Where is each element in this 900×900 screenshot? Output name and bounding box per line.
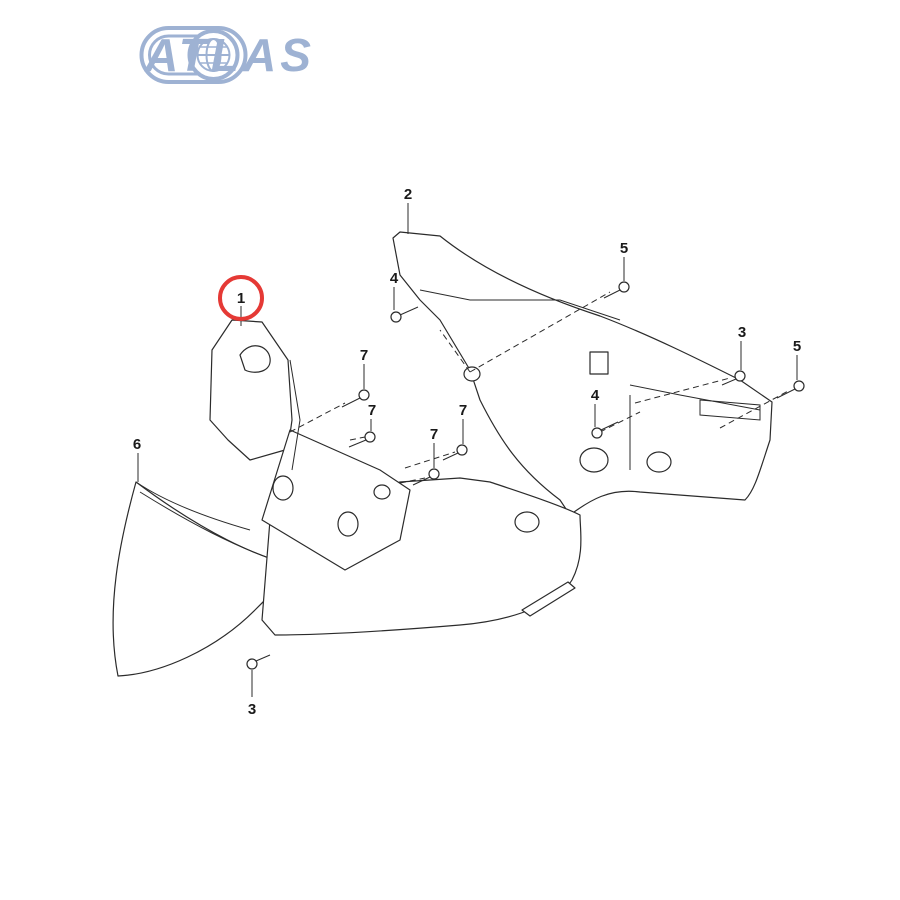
screw-7d[interactable] <box>412 468 440 486</box>
globe-logo-icon <box>139 26 248 84</box>
screw-5b[interactable] <box>776 380 805 399</box>
callout-3[interactable]: 3 <box>248 701 256 718</box>
callout-7[interactable]: 7 <box>459 402 467 419</box>
atlas-logo <box>139 26 248 84</box>
callout-leaders <box>137 203 798 697</box>
callout-5[interactable]: 5 <box>620 240 628 257</box>
alignment-lines <box>289 291 791 484</box>
callout-3[interactable]: 3 <box>738 324 746 341</box>
screw-3b[interactable] <box>246 654 271 670</box>
part-windscreen[interactable] <box>112 481 301 677</box>
callout-6[interactable]: 6 <box>133 436 141 453</box>
screws <box>246 281 805 670</box>
callout-7[interactable]: 7 <box>360 347 368 364</box>
screw-7b[interactable] <box>348 431 376 448</box>
callout-4[interactable]: 4 <box>390 270 399 287</box>
callout-7[interactable]: 7 <box>368 402 376 419</box>
callout-2[interactable]: 2 <box>404 186 412 203</box>
screw-4b[interactable] <box>591 421 619 439</box>
brand-name: ATLAS <box>145 29 315 81</box>
part-rear-handlebar-cover[interactable] <box>392 231 773 516</box>
highlight-ring <box>218 275 264 321</box>
screw-5a[interactable] <box>603 281 630 299</box>
callout-5[interactable]: 5 <box>793 338 801 355</box>
part-front-handlebar-cover[interactable] <box>209 319 582 636</box>
callout-7[interactable]: 7 <box>430 426 438 443</box>
callout-1[interactable]: 1 <box>237 290 245 307</box>
screw-7a[interactable] <box>341 389 370 408</box>
callout-4[interactable]: 4 <box>591 387 600 404</box>
screw-3a[interactable] <box>721 370 746 386</box>
screw-4a[interactable] <box>390 306 419 323</box>
screw-7c[interactable] <box>442 444 468 461</box>
